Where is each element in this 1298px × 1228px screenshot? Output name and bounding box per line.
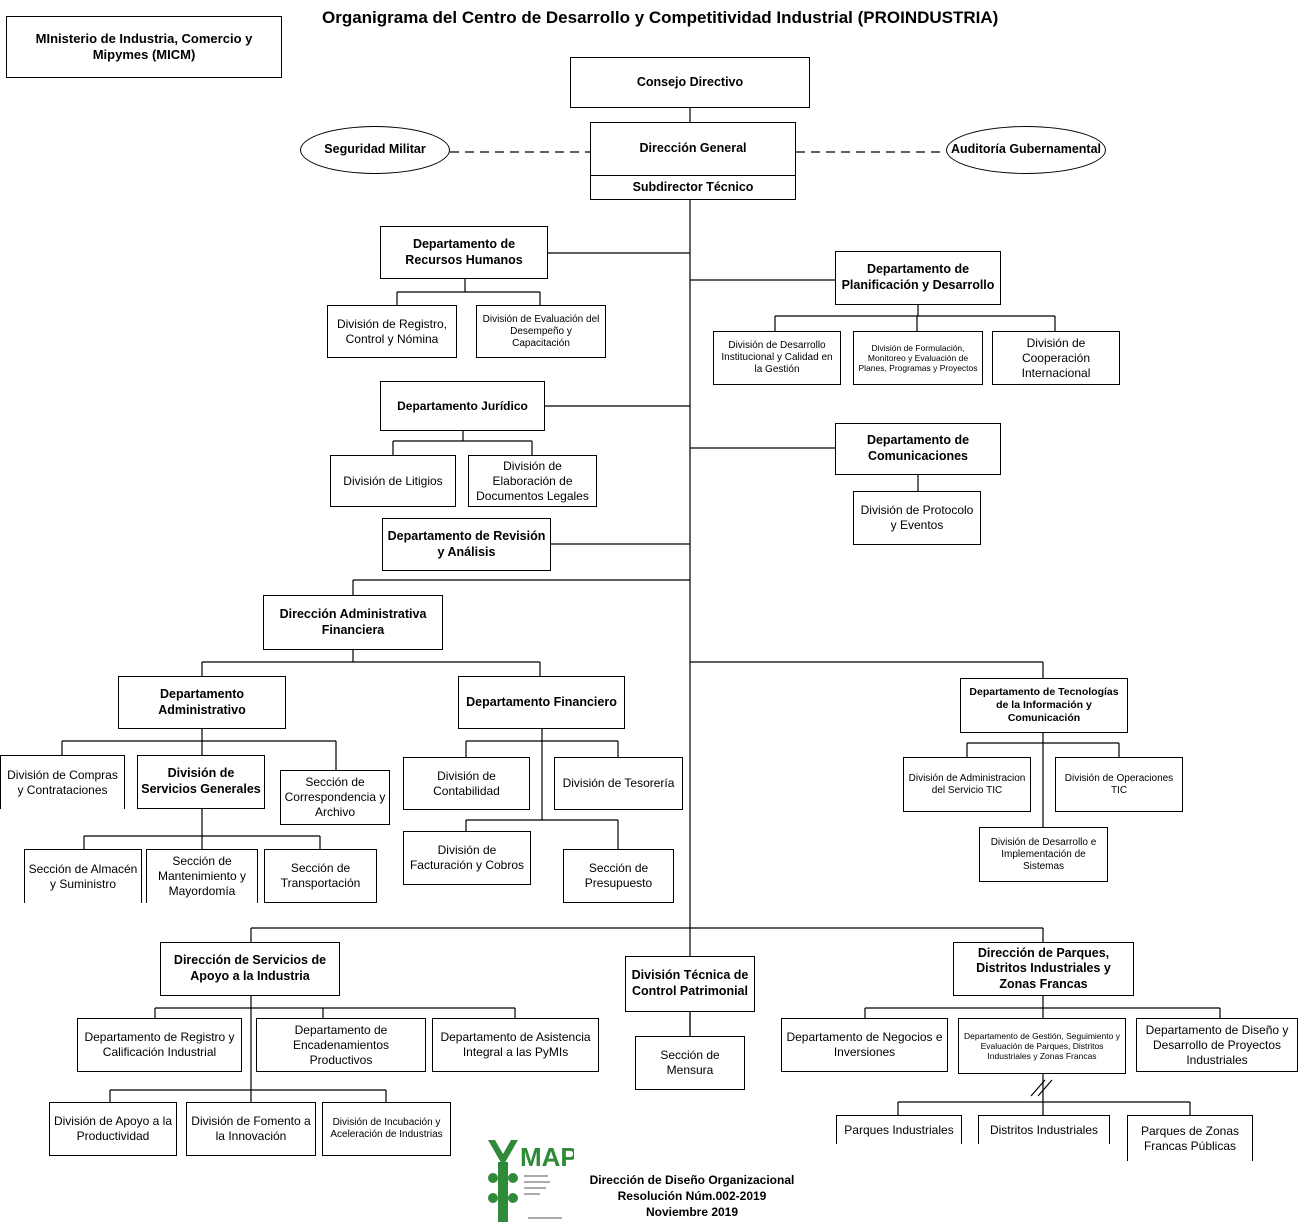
box-dep-financiero: Departamento Financiero <box>458 676 625 729</box>
box-desarrollo-sistemas: División de Desarrollo e Implementación … <box>979 827 1108 882</box>
footer-line-3: Noviembre 2019 <box>645 1205 739 1220</box>
box-litigios: División de Litigios <box>330 455 456 507</box>
box-parques-industriales: Parques Industriales <box>836 1115 962 1144</box>
box-mantenimiento: Sección de Mantenimiento y Mayordomía <box>146 849 258 903</box>
box-direccion-apoyo: Dirección de Servicios de Apoyo a la Ind… <box>160 942 340 996</box>
oval-seguridad-militar: Seguridad Militar <box>300 126 450 174</box>
box-presupuesto: Sección de Presupuesto <box>563 849 674 903</box>
box-formulacion-monitoreo: División de Formulación, Monitoreo y Eva… <box>853 331 983 385</box>
box-division-registro: División de Registro, Control y Nómina <box>327 305 457 358</box>
box-gestion-seguimiento: Departamento de Gestión, Seguimiento y E… <box>958 1018 1126 1074</box>
box-planificacion: Departamento de Planificación y Desarrol… <box>835 251 1001 305</box>
box-control-patrimonial: División Técnica de Control Patrimonial <box>625 956 755 1012</box>
box-dep-administrativo: Departamento Administrativo <box>118 676 286 729</box>
box-incubacion: División de Incubación y Aceleración de … <box>322 1102 451 1156</box>
box-ministerio: MInisterio de Industria, Comercio y Mipy… <box>6 16 282 78</box>
box-tesoreria: División de Tesorería <box>554 757 683 810</box>
box-negocios-inversiones: Departamento de Negocios e Inversiones <box>781 1018 948 1072</box>
box-administracion-tic: División de Administracion del Servicio … <box>903 757 1031 812</box>
box-contabilidad: División de Contabilidad <box>403 757 530 810</box>
footer-line-2: Resolución Núm.002-2019 <box>617 1189 767 1204</box>
footer-resolucion: Dirección de Diseño Organizacional Resol… <box>572 1172 812 1221</box>
box-registro-calificacion: Departamento de Registro y Calificación … <box>77 1018 242 1072</box>
box-transportacion: Sección de Transportación <box>264 849 377 903</box>
box-apoyo-productividad: División de Apoyo a la Productividad <box>49 1102 177 1156</box>
footer-line-1: Dirección de Diseño Organizacional <box>589 1173 795 1187</box>
box-direccion-parques: Dirección de Parques, Distritos Industri… <box>953 942 1134 996</box>
box-servicios-generales: División de Servicios Generales <box>137 755 265 809</box>
box-direccion-admin-financiera: Dirección Administrativa Financiera <box>263 595 443 650</box>
box-documentos-legales: División de Elaboración de Documentos Le… <box>468 455 597 507</box>
box-fomento-innovacion: División de Fomento a la Innovación <box>186 1102 316 1156</box>
box-tic: Departamento de Tecnologías de la Inform… <box>960 678 1128 733</box>
box-mensura: Sección de Mensura <box>635 1036 745 1090</box>
box-almacen: Sección de Almacén y Suministro <box>24 849 142 903</box>
box-facturacion: División de Facturación y Cobros <box>403 831 531 885</box>
box-division-evaluacion: División de Evaluación del Desempeño y C… <box>476 305 606 358</box>
box-direccion-general: Dirección General <box>590 122 796 176</box>
box-zonas-francas: Parques de Zonas Francas Públicas <box>1127 1115 1253 1161</box>
box-comunicaciones: Departamento de Comunicaciones <box>835 423 1001 475</box>
box-compras: División de Compras y Contrataciones <box>0 755 125 809</box>
logo-text: MAP <box>520 1142 574 1172</box>
box-recursos-humanos: Departamento de Recursos Humanos <box>380 226 548 279</box>
map-logo: MAP <box>488 1140 574 1222</box>
chart-title: Organigrama del Centro de Desarrollo y C… <box>322 8 999 27</box>
box-protocolo: División de Protocolo y Eventos <box>853 491 981 545</box>
box-distritos-industriales: Distritos Industriales <box>978 1115 1110 1144</box>
box-encadenamientos: Departamento de Encadenamientos Producti… <box>256 1018 426 1072</box>
box-revision-analisis: Departamento de Revisión y Análisis <box>382 518 551 571</box>
box-diseno-proyectos: Departamento de Diseño y Desarrollo de P… <box>1136 1018 1298 1072</box>
box-asistencia-pymis: Departamento de Asistencia Integral a la… <box>432 1018 599 1072</box>
oval-auditoria: Auditoría Gubernamental <box>946 126 1106 174</box>
box-desarrollo-institucional: División de Desarrollo Institucional y C… <box>713 331 841 385</box>
box-subdirector-tecnico: Subdirector Técnico <box>590 175 796 200</box>
box-operaciones-tic: División de Operaciones TIC <box>1055 757 1183 812</box>
box-consejo-directivo: Consejo Directivo <box>570 57 810 108</box>
box-correspondencia: Sección de Correspondencia y Archivo <box>280 770 390 825</box>
box-juridico: Departamento Jurídico <box>380 381 545 431</box>
box-cooperacion: División de Cooperación Internacional <box>992 331 1120 385</box>
